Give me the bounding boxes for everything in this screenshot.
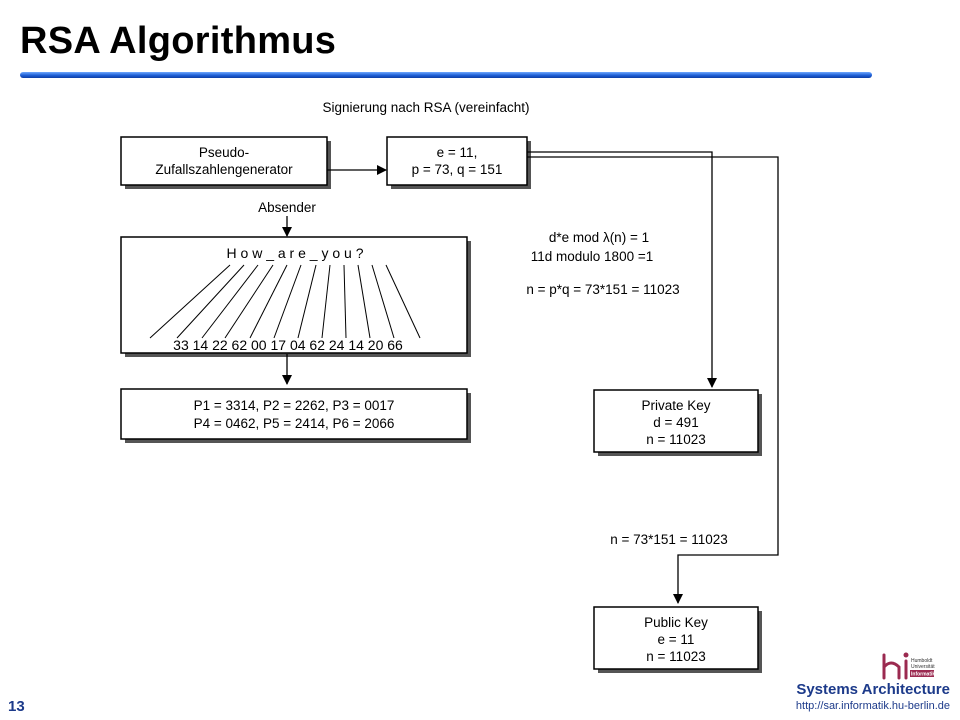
slide-title: RSA Algorithmus [20, 20, 337, 62]
private-key-line-3: n = 11023 [646, 432, 705, 447]
logo-h-mark [882, 653, 901, 680]
generator-box: Pseudo- Zufallszahlengenerator [120, 136, 331, 189]
message-box: H o w _ a r e _ y o u ? 33 14 22 62 00 1… [120, 236, 471, 357]
private-key-line-2: d = 491 [653, 415, 698, 430]
public-key-box: Public Key e = 11 n = 11023 [593, 606, 762, 673]
equation-3: n = p*q = 73*151 = 11023 [526, 282, 679, 297]
message-text: H o w _ a r e _ y o u ? [227, 245, 364, 261]
private-key-line-1: Private Key [641, 398, 710, 413]
generator-line-2: Zufallszahlengenerator [155, 162, 293, 177]
public-key-line-1: Public Key [644, 615, 708, 630]
hu-informatik-logo: Humboldt Universität Informatik [882, 652, 935, 680]
page-number: 13 [8, 698, 25, 715]
blocks-line-2: P4 = 0462, P5 = 2414, P6 = 2066 [194, 416, 395, 431]
title-underline [20, 72, 872, 78]
public-key-equation: n = 73*151 = 11023 [610, 532, 728, 547]
params-line-2: p = 73, q = 151 [412, 162, 503, 177]
generator-line-1: Pseudo- [199, 145, 249, 160]
logo-badge [910, 670, 934, 677]
arrow-params-to-private-key [527, 151, 717, 388]
logo-line-1: Humboldt [911, 658, 933, 664]
params-box: e = 11, p = 73, q = 151 [386, 136, 531, 189]
public-key-line-3: n = 11023 [646, 649, 705, 664]
params-line-1: e = 11, [437, 145, 478, 160]
encoding-lines [149, 264, 421, 339]
logo-dot [903, 652, 909, 658]
blocks-box: P1 = 3314, P2 = 2262, P3 = 0017 P4 = 046… [120, 388, 471, 443]
logo-line-2: Universität [911, 664, 935, 670]
private-key-box: Private Key d = 491 n = 11023 [593, 389, 762, 456]
arrow-params-to-public-key [527, 156, 779, 604]
equation-2: 11d modulo 1800 =1 [531, 249, 653, 264]
logo-line-3: Informatik [911, 672, 935, 678]
public-key-line-2: e = 11 [658, 632, 695, 647]
equation-1: d*e mod λ(n) = 1 [549, 230, 649, 245]
encoded-numbers: 33 14 22 62 00 17 04 62 24 14 20 66 [173, 337, 403, 353]
footer-title: Systems Architecture [796, 681, 950, 698]
footer-url[interactable]: http://sar.informatik.hu-berlin.de [795, 700, 950, 712]
blocks-line-1: P1 = 3314, P2 = 2262, P3 = 0017 [194, 398, 395, 413]
sender-label: Absender [258, 200, 316, 215]
diagram-title: Signierung nach RSA (vereinfacht) [322, 100, 529, 115]
